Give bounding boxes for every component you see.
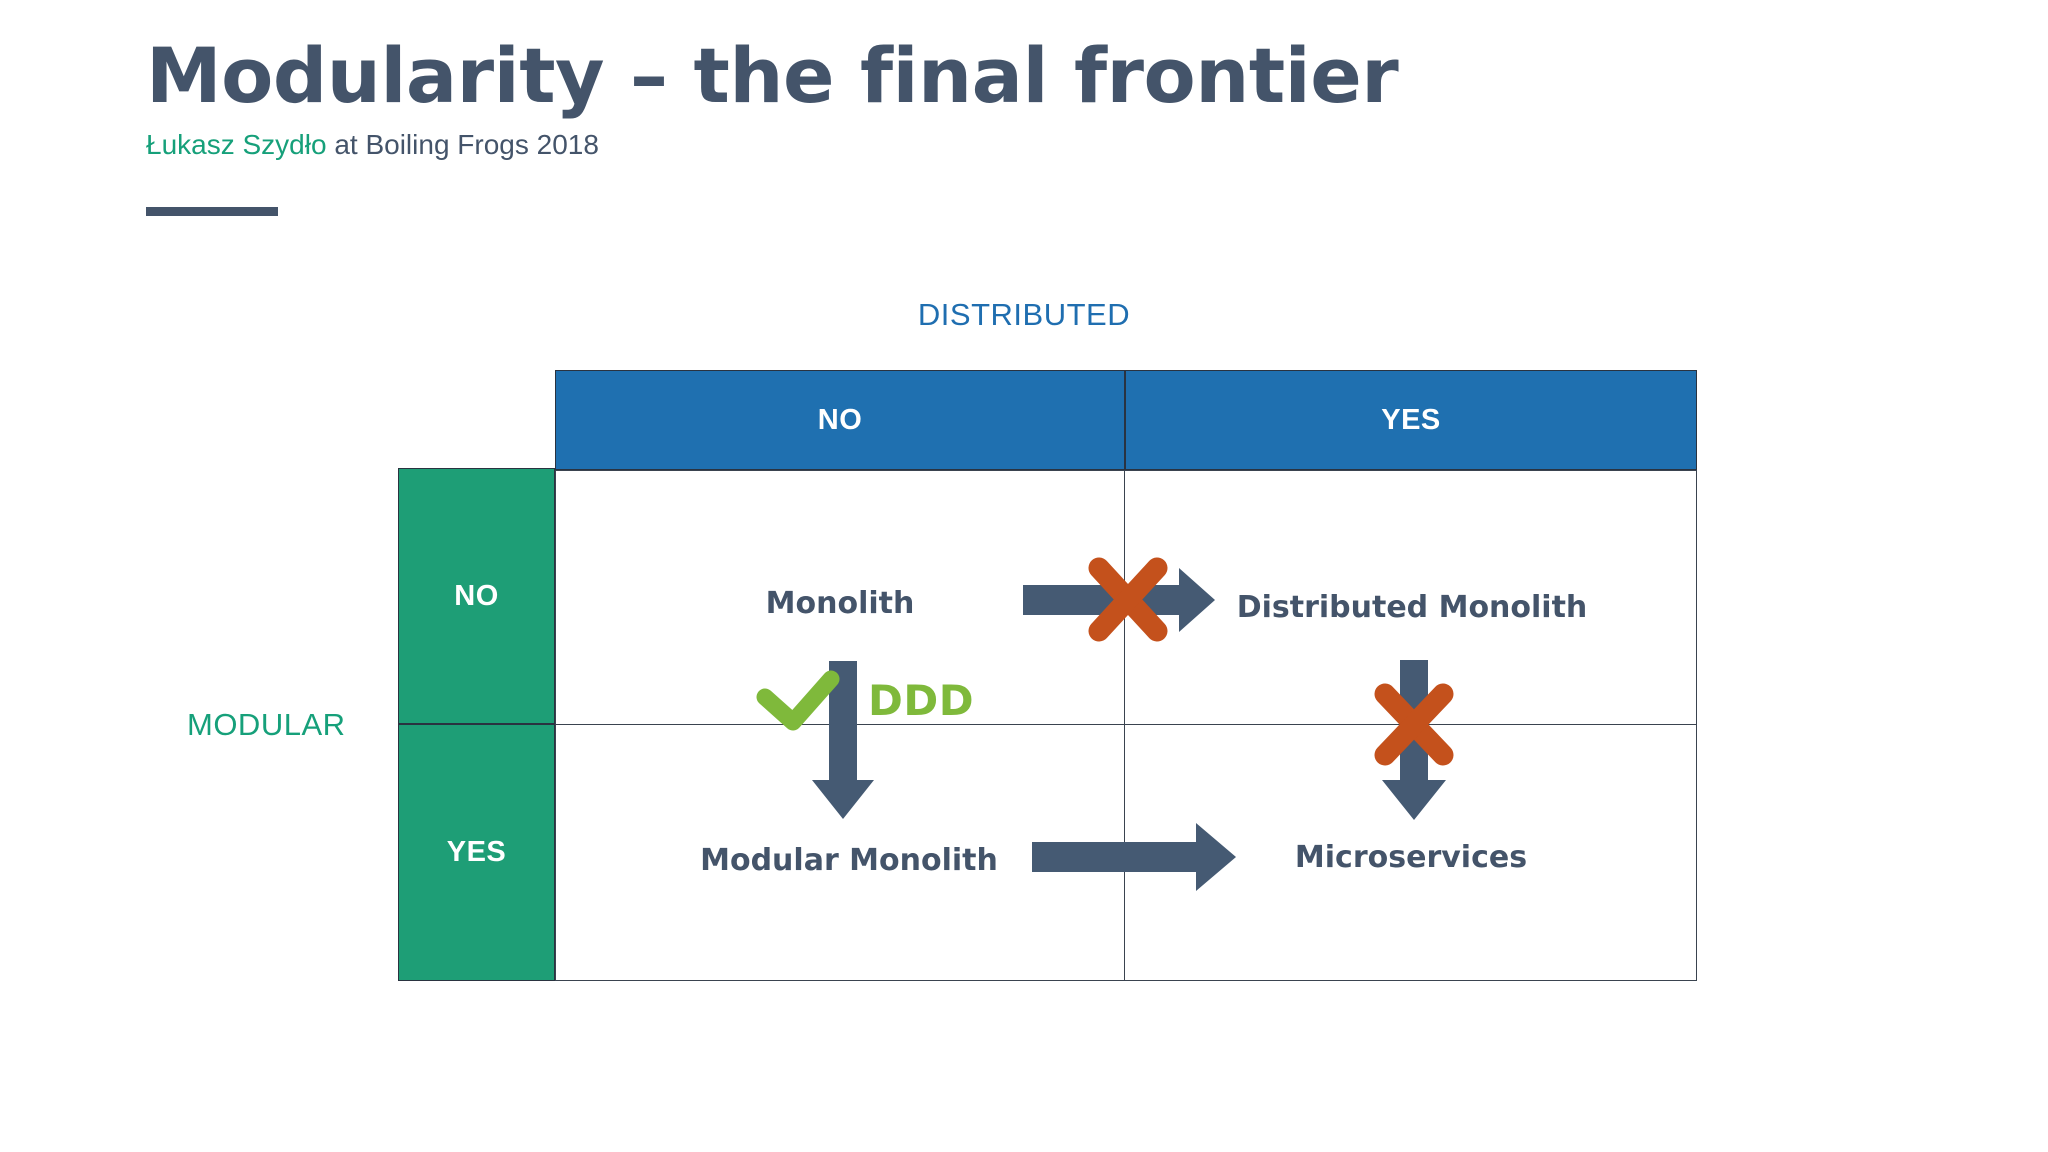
matrix-body [555, 470, 1697, 981]
subtitle-event: at Boiling Frogs 2018 [326, 129, 599, 160]
ddd-label: DDD [868, 676, 975, 725]
column-header-no: NO [555, 370, 1125, 470]
subtitle-author: Łukasz Szydło [146, 129, 327, 160]
axis-label-distributed: DISTRIBUTED [917, 297, 1131, 332]
row-header-no: NO [398, 468, 555, 724]
slide-subtitle: Łukasz Szydło at Boiling Frogs 2018 [146, 129, 1646, 161]
cell-label-monolith: Monolith [765, 586, 915, 621]
column-header-yes: YES [1125, 370, 1697, 470]
cell-label-microservices: Microservices [1294, 840, 1528, 875]
cell-label-modular-monolith: Modular Monolith [700, 843, 998, 878]
title-underline-bar [146, 207, 278, 216]
matrix-column-divider [1124, 376, 1125, 981]
matrix-row-divider [555, 724, 1697, 725]
slide-header: Modularity – the final frontier Łukasz S… [146, 38, 1646, 161]
page-title: Modularity – the final frontier [146, 31, 1399, 120]
cell-label-distributed-monolith: Distributed Monolith [1236, 590, 1588, 625]
axis-label-modular: MODULAR [187, 707, 346, 742]
row-header-yes: YES [398, 724, 555, 981]
